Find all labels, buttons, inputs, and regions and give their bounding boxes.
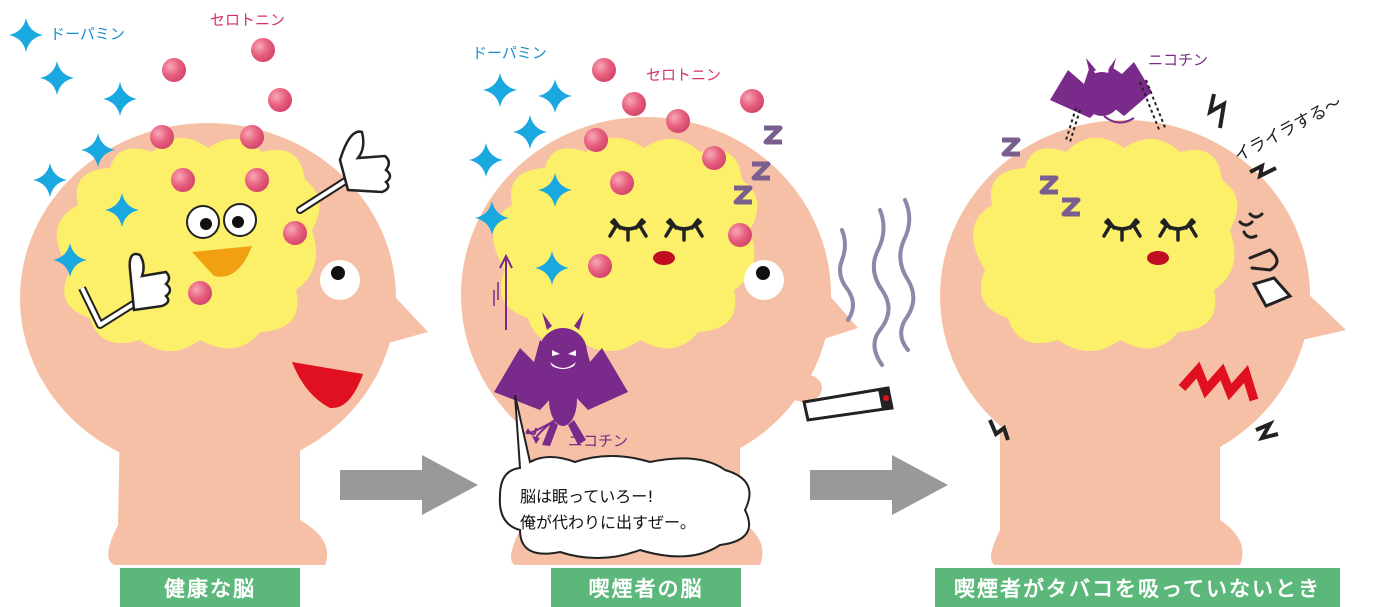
- speech-bubble-text: 脳は眠っていろー! 俺が代わりに出すぜー。: [520, 484, 730, 536]
- nicotine-label: ニコチン: [1148, 51, 1208, 69]
- panel-smoker-brain: ドーパミン セロトニン ニコチン: [461, 44, 916, 565]
- eye: [744, 260, 784, 300]
- caption-smoker-brain: 喫煙者の脳: [551, 568, 741, 607]
- nose: [1278, 265, 1346, 345]
- closed-eyes: [608, 218, 704, 242]
- brain: [493, 137, 758, 351]
- caption-no-cigarette: 喫煙者がタバコを吸っていないとき: [935, 568, 1340, 607]
- mouth: [292, 362, 363, 409]
- serotonin-label: セロトニン: [210, 11, 285, 29]
- thumbs-up-icon: [296, 130, 392, 214]
- nose: [800, 262, 858, 345]
- anger-mark-icon: [1238, 212, 1293, 308]
- devil-icon: [494, 312, 628, 446]
- eye: [320, 260, 360, 300]
- caption-healthy-brain: 健康な脳: [120, 568, 300, 607]
- nose: [365, 265, 428, 348]
- irritation-zigzag: [1178, 361, 1259, 402]
- brain-beak: [192, 246, 252, 277]
- smoke-icon: [838, 198, 916, 367]
- speech-line-1: 脳は眠っていろー!: [520, 487, 654, 506]
- speech-bubble: [498, 394, 751, 559]
- irritated-label: イライラする〜: [1231, 93, 1345, 167]
- closed-eyes: [1102, 218, 1198, 242]
- brain: [973, 137, 1238, 351]
- serotonin-label: セロトニン: [646, 66, 721, 84]
- devil-icon: [1050, 58, 1152, 118]
- panel-no-cigarette: ニコチン イライラする〜: [940, 51, 1346, 565]
- dopamine-label: ドーパミン: [50, 25, 125, 43]
- dopamine-label: ドーパミン: [472, 44, 547, 62]
- arrow-right-icon: [340, 455, 478, 515]
- speech-line-2: 俺が代わりに出すぜー。: [520, 513, 696, 532]
- nicotine-label: ニコチン: [568, 432, 628, 450]
- panel-healthy-brain: ドーパミン セロトニン: [9, 11, 428, 565]
- thumbs-up-icon: [78, 252, 172, 329]
- arrow-right-icon: [810, 455, 948, 515]
- cigarette-icon: [802, 386, 894, 422]
